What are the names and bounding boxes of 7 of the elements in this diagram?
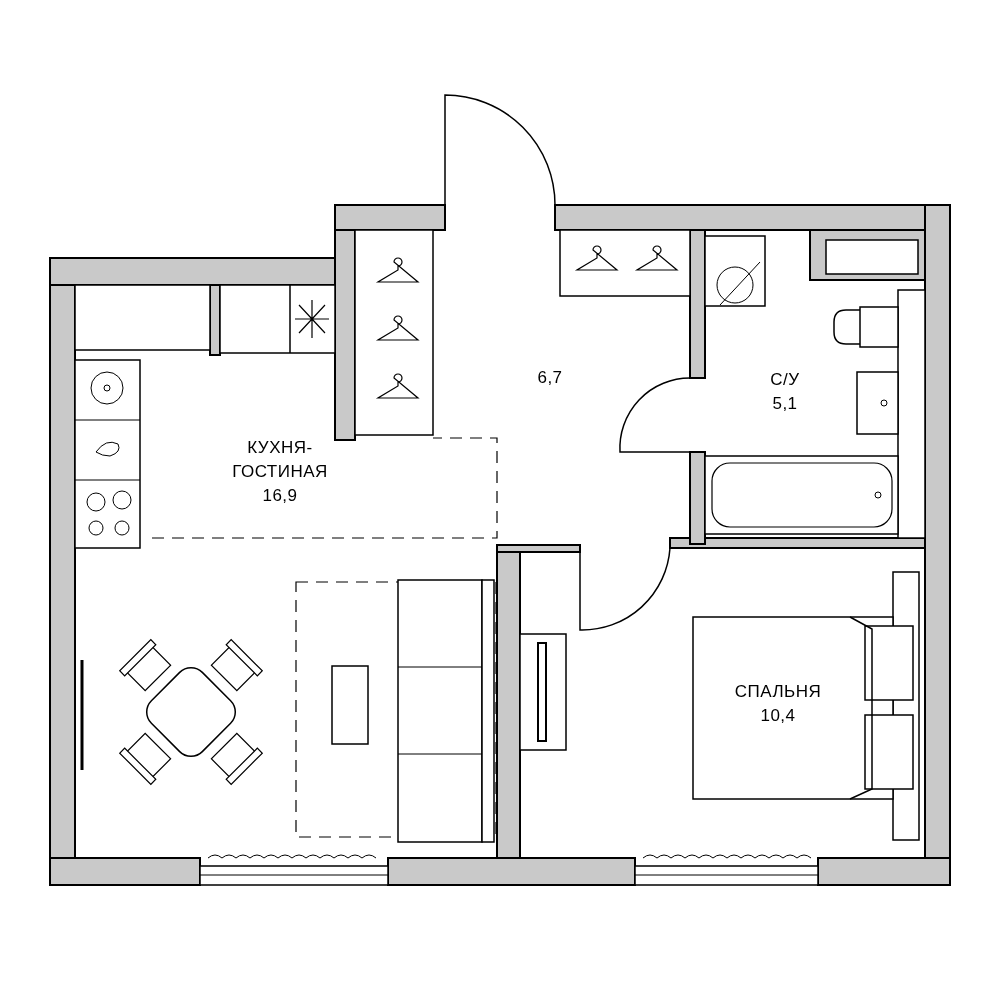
room-area: 10,4 [760, 704, 796, 728]
room-name: СПАЛЬНЯ [734, 681, 822, 703]
room-area: 16,9 [262, 484, 298, 508]
room-area: 6,7 [537, 366, 563, 390]
room-name: КУХНЯ- ГОСТИНАЯ [231, 437, 329, 483]
room-area: 5,1 [772, 392, 798, 416]
room-name: С/У [770, 369, 800, 391]
